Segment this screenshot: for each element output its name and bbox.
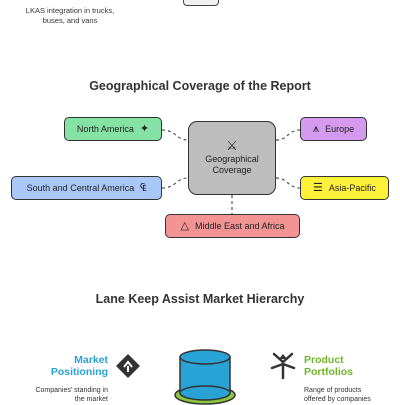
coverage-center-label: Geographical Coverage [205, 154, 259, 175]
cylinder-top [179, 349, 231, 365]
pyramid-icon: △ [180, 219, 189, 232]
hierarchy-cylinder [174, 349, 236, 405]
product-portfolios-label: Product Portfolios [304, 354, 353, 378]
road-sign-icon [116, 354, 140, 378]
region-label: North America [76, 124, 134, 134]
region-europe: ⩚ Europe [300, 117, 367, 141]
region-north-america: North America ✦ [64, 117, 162, 141]
currency-icon: ₠ [140, 181, 147, 194]
versus-icon: ⚔ [226, 138, 238, 153]
coverage-center-box: ⚔ Geographical Coverage [188, 121, 276, 195]
eiffel-tower-icon: ⩚ [312, 122, 320, 135]
region-label: Middle East and Africa [194, 221, 285, 231]
region-middle-east-africa: △ Middle East and Africa [165, 214, 300, 238]
product-portfolios-desc: Range of products offered by companies [304, 387, 371, 403]
product-portfolios-block: Product Portfolios [304, 354, 384, 378]
hierarchy-title: Lane Keep Assist Market Hierarchy [95, 292, 305, 306]
market-positioning-label: Market Positioning [50, 354, 108, 378]
top-node-box [183, 0, 219, 6]
connector-north-america [161, 129, 189, 141]
market-positioning-desc: Companies' standing in the market [35, 387, 108, 403]
coverage-title: Geographical Coverage of the Report [89, 79, 311, 93]
branching-arrows-icon [270, 352, 296, 380]
globe-icon: ✦ [139, 122, 150, 135]
region-asia-pacific: ☰ Asia-Pacific [300, 176, 389, 200]
region-label: Asia-Pacific [328, 183, 376, 193]
connector-europe [275, 129, 301, 141]
top-caption: LKAS integration in trucks, buses, and v… [25, 6, 115, 25]
region-south-central-america: South and Central America ₠ [11, 176, 162, 200]
connector-south-america [161, 177, 189, 189]
connector-asia-pacific [275, 177, 301, 189]
region-label: South and Central America [26, 183, 135, 193]
pagoda-icon: ☰ [313, 181, 323, 194]
region-label: Europe [325, 124, 355, 134]
market-positioning-block: Market Positioning [40, 354, 108, 378]
